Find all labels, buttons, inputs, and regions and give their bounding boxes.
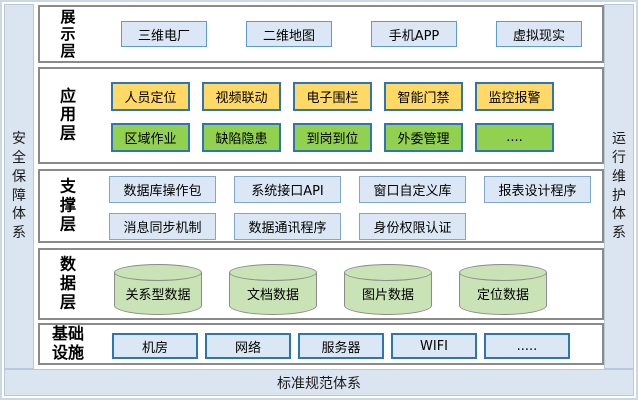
box-3d-plant: 三维电厂 bbox=[121, 21, 207, 47]
layer-label-application: 应用层 bbox=[59, 86, 76, 143]
cylinder-document-data-label: 文档数据 bbox=[246, 288, 299, 303]
layer-label-support: 支撑层 bbox=[59, 176, 76, 234]
data-cylinder-row: 关系型数据 文档数据 图片数据 定位数据 bbox=[114, 264, 547, 315]
cylinder-top bbox=[344, 264, 432, 281]
layer-infrastructure: 基础设施 机房 网络 服务器 WIFI ..... bbox=[38, 323, 604, 365]
box-system-api: 系统接口API bbox=[234, 176, 341, 203]
box-on-duty-in-place: 到岗到位 bbox=[293, 123, 372, 152]
layer-label-presentation: 展示层 bbox=[60, 7, 76, 60]
cylinder-top bbox=[229, 264, 317, 281]
box-identity-authentication: 身份权限认证 bbox=[359, 213, 466, 240]
box-data-communication-program: 数据通讯程序 bbox=[234, 213, 341, 240]
cylinder-document-data: 文档数据 bbox=[229, 264, 317, 315]
cylinder-image-data: 图片数据 bbox=[344, 264, 432, 315]
box-defect-hazard: 缺陷隐患 bbox=[202, 123, 281, 152]
layer-presentation: 展示层 三维电厂 二维地图 手机APP 虚拟现实 bbox=[38, 5, 604, 63]
pillar-operation-maintenance: 运行维护体系 bbox=[604, 4, 634, 369]
box-window-custom-library: 窗口自定义库 bbox=[359, 176, 466, 203]
cylinder-top bbox=[114, 264, 202, 281]
bar-standards-system: 标准规范体系 bbox=[4, 369, 634, 396]
cylinder-top bbox=[459, 264, 547, 281]
layer-data: 数据层 关系型数据 文档数据 图片数据 定位数据 bbox=[38, 248, 604, 320]
support-row-2: 消息同步机制 数据通讯程序 身份权限认证 bbox=[109, 213, 466, 240]
layer-support: 支撑层 数据库操作包 系统接口API 窗口自定义库 报表设计程序 消息同步机制 … bbox=[38, 169, 604, 243]
cylinder-positioning-data-label: 定位数据 bbox=[476, 288, 529, 303]
box-monitoring-alarm: 监控报警 bbox=[475, 82, 554, 111]
pillar-security-assurance-label: 安全保障体系 bbox=[12, 130, 26, 242]
cylinder-image-data-label: 图片数据 bbox=[361, 288, 414, 303]
box-message-sync-mechanism: 消息同步机制 bbox=[109, 213, 216, 240]
box-outsourcing-management: 外委管理 bbox=[384, 123, 463, 152]
box-infrastructure-more: ..... bbox=[484, 333, 570, 359]
application-row-1: 人员定位 视频联动 电子围栏 智能门禁 监控报警 bbox=[111, 82, 554, 111]
cylinder-relational-data: 关系型数据 bbox=[114, 264, 202, 315]
box-network: 网络 bbox=[205, 333, 291, 359]
box-mobile-app: 手机APP bbox=[371, 21, 457, 47]
box-database-operation-package: 数据库操作包 bbox=[109, 176, 216, 203]
box-2d-map: 二维地图 bbox=[246, 21, 332, 47]
application-row-2: 区域作业 缺陷隐患 到岗到位 外委管理 .... bbox=[111, 123, 554, 152]
box-electronic-fence: 电子围栏 bbox=[293, 82, 372, 111]
box-server-room: 机房 bbox=[112, 333, 198, 359]
cylinder-relational-data-label: 关系型数据 bbox=[125, 288, 191, 303]
cylinder-positioning-data: 定位数据 bbox=[459, 264, 547, 315]
presentation-row: 三维电厂 二维地图 手机APP 虚拟现实 bbox=[121, 21, 582, 47]
box-application-more: .... bbox=[475, 123, 554, 152]
box-area-operations: 区域作业 bbox=[111, 123, 190, 152]
layer-application: 应用层 人员定位 视频联动 电子围栏 智能门禁 监控报警 区域作业 缺陷隐患 到… bbox=[38, 67, 604, 164]
box-virtual-reality: 虚拟现实 bbox=[496, 21, 582, 47]
support-row-1: 数据库操作包 系统接口API 窗口自定义库 报表设计程序 bbox=[109, 176, 591, 203]
box-report-design-program: 报表设计程序 bbox=[484, 176, 591, 203]
box-wifi: WIFI bbox=[391, 333, 477, 359]
box-personnel-positioning: 人员定位 bbox=[111, 82, 190, 111]
infrastructure-row: 机房 网络 服务器 WIFI ..... bbox=[112, 333, 570, 359]
box-smart-access-control: 智能门禁 bbox=[384, 82, 463, 111]
box-server: 服务器 bbox=[298, 333, 384, 359]
layer-label-data: 数据层 bbox=[59, 254, 76, 312]
layer-label-infrastructure: 基础设施 bbox=[51, 324, 84, 362]
box-video-linkage: 视频联动 bbox=[202, 82, 281, 111]
pillar-security-assurance: 安全保障体系 bbox=[4, 4, 34, 369]
pillar-operation-maintenance-label: 运行维护体系 bbox=[612, 130, 626, 242]
bar-standards-system-label: 标准规范体系 bbox=[277, 375, 361, 392]
